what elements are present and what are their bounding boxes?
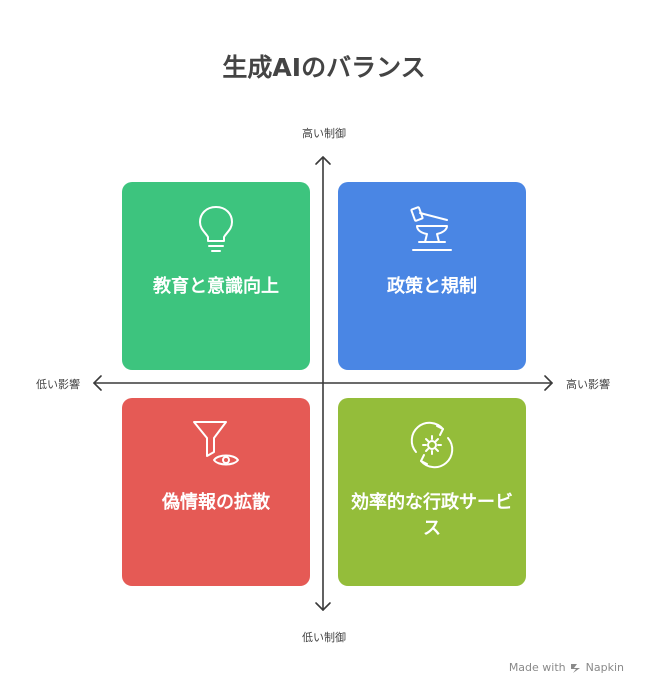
quadrant-label: 偽情報の拡散 — [162, 492, 270, 513]
axis-label-top: 高い制御 — [302, 127, 346, 140]
arrow-left-icon — [93, 375, 102, 391]
made-with-text: Made with — [508, 661, 566, 674]
quadrant-disinformation-spread: 偽情報の拡散 — [122, 398, 310, 586]
gear-cycle-icon — [338, 420, 526, 470]
quadrant-label: 教育と意識向上 — [153, 276, 279, 297]
axis-label-right: 高い影響 — [566, 378, 610, 391]
arrow-right-icon — [544, 375, 553, 391]
quadrant-education-awareness: 教育と意識向上 — [122, 182, 310, 370]
lightbulb-icon — [122, 204, 310, 254]
arrow-down-icon — [315, 602, 331, 611]
quadrant-policy-regulation: 政策と規制 — [338, 182, 526, 370]
gavel-anvil-icon — [338, 204, 526, 254]
funnel-eye-icon — [122, 418, 310, 468]
quadrant-label: 政策と規制 — [387, 276, 477, 297]
axis-label-bottom: 低い制御 — [302, 631, 346, 644]
quadrant-efficient-public-services: 効率的な行政サービス — [338, 398, 526, 586]
page-title: 生成AIのバランス — [222, 53, 426, 82]
quadrant-label: 効率的な行政サービス — [351, 492, 513, 539]
napkin-logo-icon — [570, 663, 580, 673]
brand-text: Napkin — [585, 661, 624, 674]
arrow-up-icon — [315, 156, 331, 165]
axis-label-left: 低い影響 — [36, 378, 80, 391]
footer-attribution: Made with Napkin — [509, 661, 624, 674]
